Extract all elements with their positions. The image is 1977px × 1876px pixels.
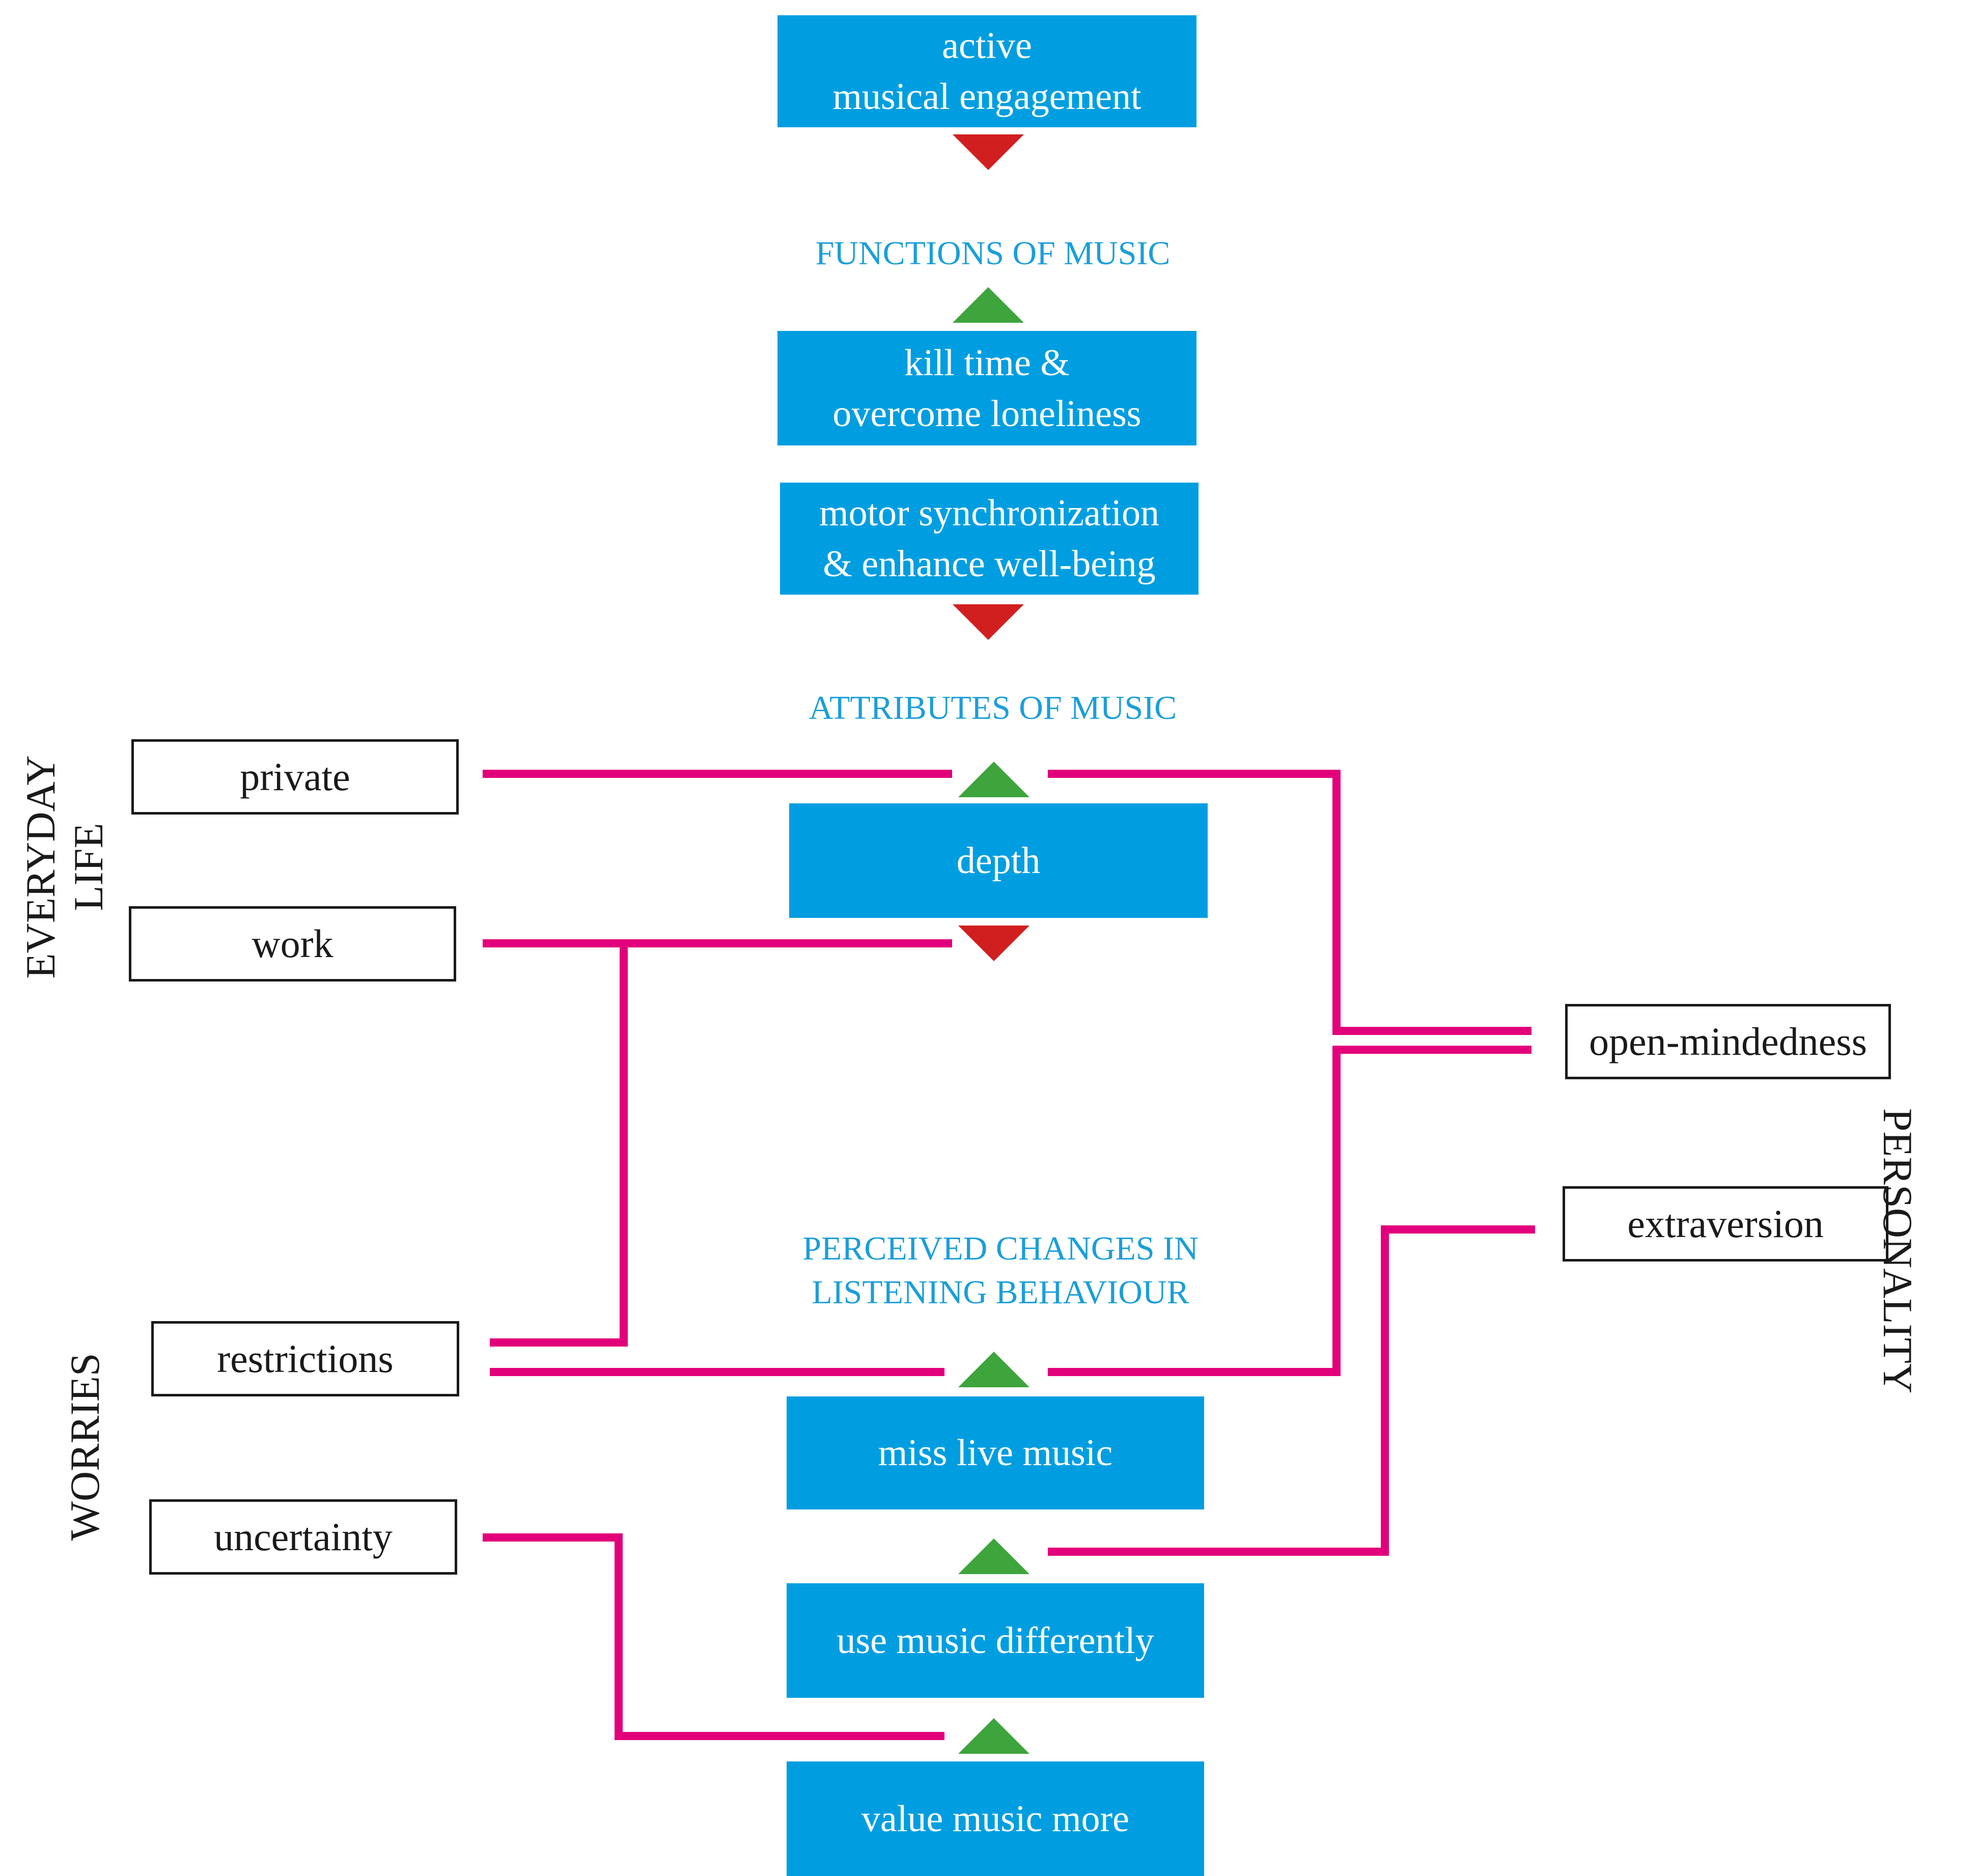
- group-label-worries: WORRIES: [62, 1353, 108, 1541]
- box-label: motor synchronization & enhance well-bei…: [819, 492, 1159, 585]
- effect-arrow-miss-live: [958, 1352, 1029, 1387]
- connector-uncertainty-value-more: [483, 1533, 944, 1740]
- box-value-music-more: value music more: [787, 1761, 1204, 1876]
- box-label: value music more: [861, 1798, 1130, 1840]
- box-label: depth: [956, 839, 1041, 882]
- effect-arrow-use-differently: [958, 1538, 1029, 1574]
- factor-restrictions: restrictions: [151, 1321, 459, 1396]
- factor-label: private: [240, 754, 350, 799]
- box-miss-live-music: miss live music: [787, 1396, 1204, 1509]
- group-label-everyday-life: EVERYDAY LIFE: [17, 755, 112, 979]
- group-label-personality: PERSONALITY: [1875, 1108, 1921, 1394]
- effect-arrow-depth-private: [958, 762, 1029, 797]
- box-label: use music differently: [837, 1619, 1154, 1662]
- box-label: active musical engagement: [832, 25, 1141, 118]
- connector-work-restrictions: [490, 943, 628, 1347]
- box-active-musical-engagement: active musical engagement: [777, 15, 1196, 127]
- factor-uncertainty: uncertainty: [149, 1499, 457, 1575]
- heading-perceived-changes: PERCEIVED CHANGES IN LISTENING BEHAVIOUR: [802, 1230, 1199, 1311]
- factor-label: restrictions: [217, 1336, 394, 1381]
- heading-attributes-of-music: ATTRIBUTES OF MUSIC: [809, 689, 1177, 726]
- effect-arrow-kill-time: [953, 287, 1024, 323]
- box-label: miss live music: [878, 1432, 1113, 1474]
- factor-extraversion: extraversion: [1563, 1186, 1888, 1262]
- effect-arrow-motor: [953, 604, 1024, 640]
- factor-open-mindedness: open-mindedness: [1565, 1004, 1891, 1079]
- box-use-music-differently: use music differently: [787, 1583, 1204, 1698]
- factor-label: uncertainty: [214, 1515, 393, 1559]
- effect-arrow-active: [953, 134, 1024, 170]
- effect-arrow-value-more: [958, 1718, 1029, 1754]
- heading-functions-of-music: FUNCTIONS OF MUSIC: [815, 235, 1171, 272]
- box-depth: depth: [789, 803, 1208, 918]
- box-motor-synchronization: motor synchronization & enhance well-bei…: [780, 483, 1199, 595]
- connector-extraversion-use-differently: [1048, 1225, 1535, 1556]
- factor-work: work: [129, 906, 456, 982]
- factor-label: work: [252, 921, 333, 966]
- factor-private: private: [131, 739, 459, 815]
- factor-label: extraversion: [1627, 1201, 1824, 1246]
- factor-label: open-mindedness: [1589, 1019, 1867, 1063]
- effect-arrow-depth-work: [958, 926, 1029, 961]
- box-label: kill time & overcome loneliness: [832, 342, 1141, 435]
- connector-openmindedness-miss-live: [1048, 1046, 1532, 1376]
- box-kill-time: kill time & overcome loneliness: [777, 331, 1196, 445]
- connector-openmindedness-depth: [1048, 770, 1532, 1035]
